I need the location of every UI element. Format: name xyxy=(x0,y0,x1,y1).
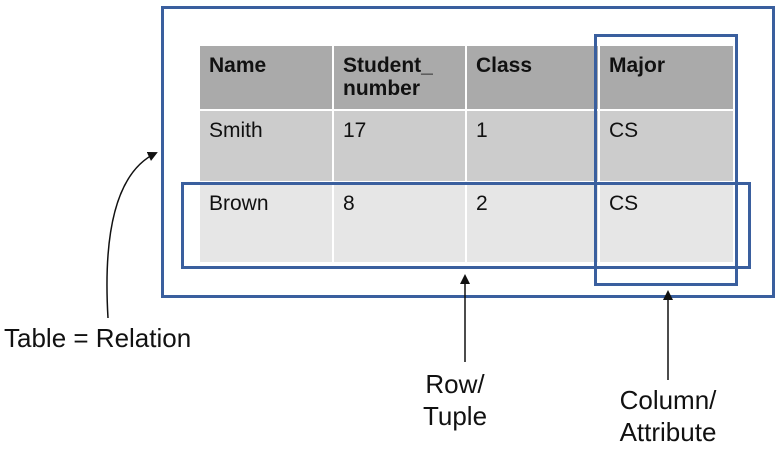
cell-student-number: 17 xyxy=(333,109,467,182)
column-attribute-label: Column/ Attribute xyxy=(598,384,738,448)
row-label-line1: Row/ xyxy=(425,369,485,399)
header-major: Major xyxy=(599,46,733,110)
cell-student-number: 8 xyxy=(333,181,467,262)
cell-name: Brown xyxy=(200,181,334,262)
header-name: Name xyxy=(200,46,334,110)
header-class: Class xyxy=(466,46,600,110)
cell-major: CS xyxy=(599,109,733,182)
table-header-row: Name Student_number Class Major xyxy=(200,46,733,110)
relation-arrow xyxy=(106,151,158,319)
row-tuple-label: Row/ Tuple xyxy=(395,368,515,432)
table-row: Smith 17 1 CS xyxy=(200,109,733,182)
header-student-number: Student_number xyxy=(333,46,467,110)
cell-class: 2 xyxy=(466,181,600,262)
relation-label: Table = Relation xyxy=(4,323,192,353)
row-label-line2: Tuple xyxy=(422,401,488,431)
column-attribute-highlight-box xyxy=(594,34,738,286)
table-row: Brown 8 2 CS xyxy=(200,181,733,262)
relation-table: Name Student_number Class Major Smith 17… xyxy=(200,46,733,262)
cell-name: Smith xyxy=(200,109,334,182)
column-label-line2: Attribute xyxy=(619,417,717,447)
cell-class: 1 xyxy=(466,109,600,182)
column-label-line1: Column/ xyxy=(619,385,717,415)
row-tuple-highlight-box xyxy=(181,182,751,269)
relation-outline-box xyxy=(161,6,775,298)
